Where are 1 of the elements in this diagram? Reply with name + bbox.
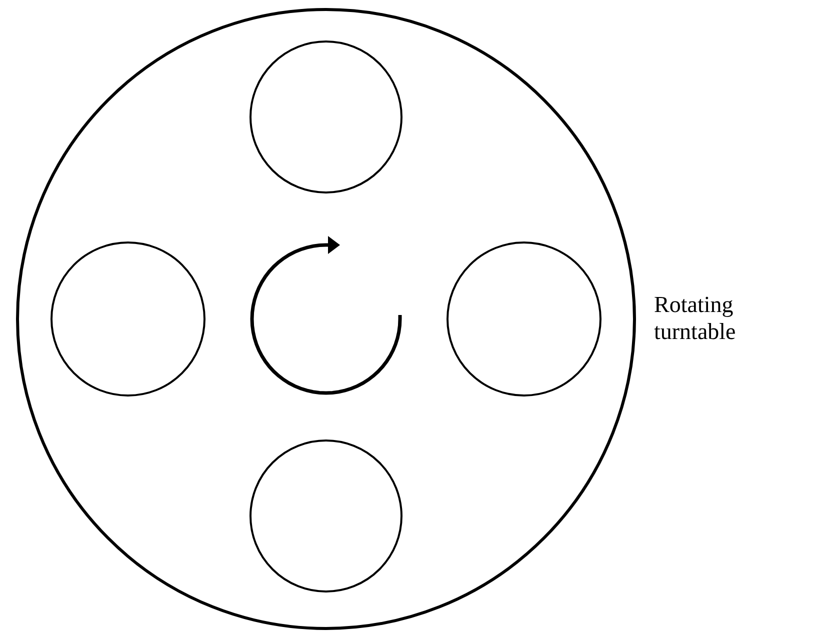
turntable-label: Rotating turntable bbox=[654, 291, 737, 345]
